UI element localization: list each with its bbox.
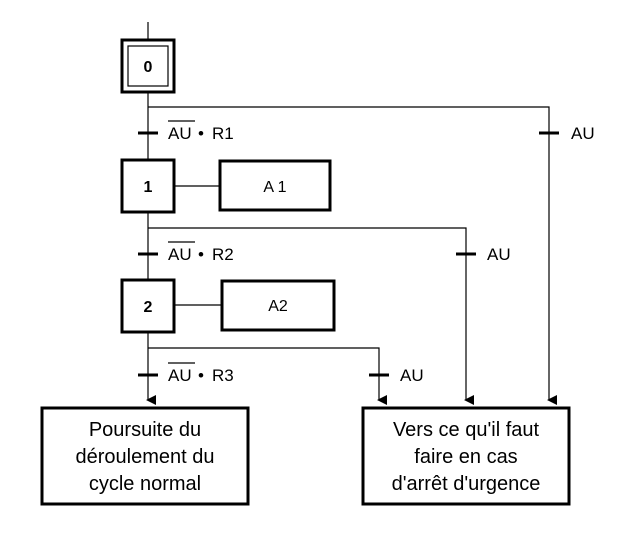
action-a1-label: A 1	[263, 179, 286, 196]
receptivity-t1-neg: AU	[168, 124, 192, 143]
receptivity-t2: AU • R2	[168, 241, 234, 264]
receptivity-au1: AU	[487, 245, 511, 264]
emergency-line-3: d'arrêt d'urgence	[392, 473, 541, 495]
step-2: 2	[120, 278, 176, 334]
receptivity-t2-neg: AU	[168, 245, 192, 264]
action-a2-label: A2	[268, 298, 288, 315]
normal-line-1: Poursuite du	[89, 419, 201, 441]
normal-line-2: déroulement du	[76, 446, 215, 468]
receptivity-t3-rest: R3	[212, 366, 234, 385]
normal-cycle-box: Poursuite du déroulement du cycle normal	[40, 406, 250, 506]
step-1-label: 1	[144, 179, 153, 196]
action-a1: A 1	[218, 159, 332, 212]
step-0-label: 0	[144, 59, 153, 76]
receptivity-au0: AU	[571, 124, 595, 143]
emergency-line-1: Vers ce qu'il faut	[393, 419, 540, 441]
receptivity-au2: AU	[400, 366, 424, 385]
emergency-box: Vers ce qu'il faut faire en cas d'arrêt …	[361, 406, 571, 506]
receptivity-t3: AU • R3	[168, 362, 234, 385]
initial-step-0: 0	[120, 38, 176, 94]
emergency-line-2: faire en cas	[414, 446, 517, 468]
au-branch-step0	[148, 106, 557, 405]
step-2-label: 2	[144, 299, 153, 316]
normal-line-3: cycle normal	[89, 473, 201, 495]
receptivity-t1-dot: •	[198, 124, 204, 143]
receptivity-t3-dot: •	[198, 366, 204, 385]
receptivity-t3-neg: AU	[168, 366, 192, 385]
receptivity-t1-rest: R1	[212, 124, 234, 143]
receptivity-t2-dot: •	[198, 245, 204, 264]
receptivity-t1: AU • R1	[168, 120, 234, 143]
step-1: 1	[120, 158, 176, 214]
action-a2: A2	[220, 279, 336, 332]
au-branch-step1	[148, 227, 474, 405]
receptivity-t2-rest: R2	[212, 245, 234, 264]
au-branch-step2	[148, 347, 387, 405]
